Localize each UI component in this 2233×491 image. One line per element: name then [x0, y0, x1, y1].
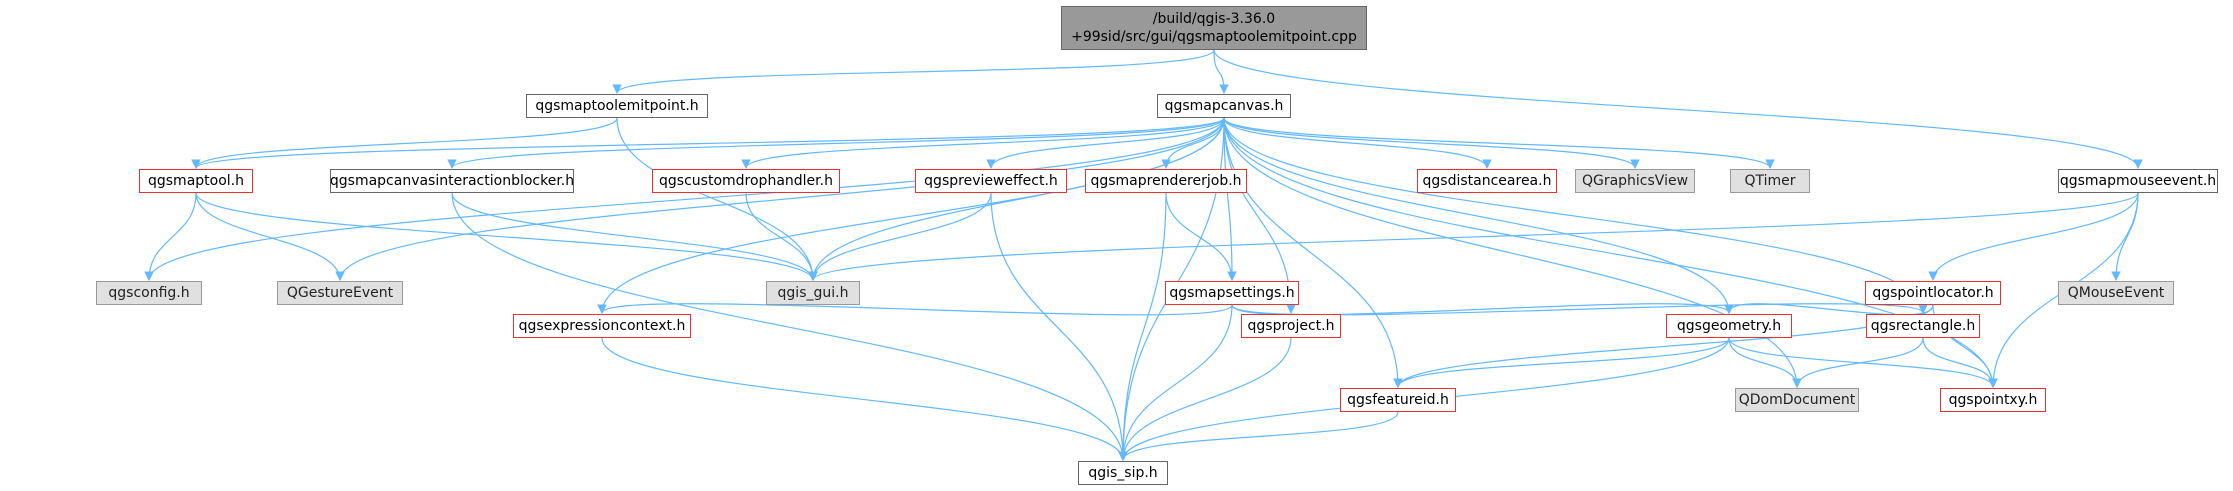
node-qgraphicsview[interactable]: QGraphicsView	[1575, 169, 1695, 193]
node-qgsmapmouseevent[interactable]: qgsmapmouseevent.h	[2058, 169, 2218, 193]
edge-mapsettings-to-qgis_sip	[1118, 304, 1233, 461]
edge-customdrophandler-to-qgis_gui	[745, 192, 818, 281]
node-qgis-gui[interactable]: qgis_gui.h	[766, 281, 860, 305]
node-qgsmaptool[interactable]: qgsmaptool.h	[139, 169, 253, 193]
node-qgsmapcanvasinteractionblocker[interactable]: qgsmapcanvasinteractionblocker.h	[330, 169, 574, 193]
edge-previeweffect-to-qgis_gui	[808, 192, 992, 281]
edge-maptoolemitpoint-to-maptool	[191, 117, 618, 169]
node-qgsmapcanvas[interactable]: qgsmapcanvas.h	[1157, 94, 1291, 118]
edge-mapcanvas-to-customdrophandler	[741, 117, 1225, 169]
edge-mapcanvas-to-mapsettings	[1223, 117, 1237, 281]
edge-mapcanvas-to-rectangle	[1223, 117, 1928, 314]
edge-mapmouseevent-to-pointlocator	[1928, 192, 2139, 281]
edge-geometry-to-qdomdocument	[1728, 337, 1802, 388]
edge-mapsettings-to-rectangle	[1231, 303, 1928, 316]
edge-interactionblocker-to-qgis_gui	[451, 192, 818, 281]
edge-root-to-mapcanvas	[1213, 49, 1229, 94]
edge-maptoolemitpoint-to-qgis_gui	[616, 117, 818, 281]
node-qgsmaptoolemitpoint[interactable]: qgsmaptoolemitpoint.h	[526, 94, 708, 118]
edge-project-to-qgis_sip	[1118, 337, 1292, 461]
edge-maptool-to-qgis_gui	[195, 192, 818, 281]
edge-mapcanvas-to-interactionblocker	[447, 117, 1225, 169]
edge-mapmouseevent-to-qgis_gui	[808, 192, 2139, 281]
node-qgsdistancearea[interactable]: qgsdistancearea.h	[1417, 169, 1557, 193]
edge-mapcanvas-to-qgsconfig	[144, 117, 1225, 281]
edge-mapcanvas-to-project	[1223, 117, 1296, 314]
edge-mapcanvas-to-pointxy	[1223, 117, 1998, 388]
node-qgscustomdrophandler[interactable]: qgscustomdrophandler.h	[652, 169, 840, 193]
node-qgspreviewеffect[interactable]: qgspreviewеffect.h	[915, 169, 1067, 193]
edge-rectangle-to-qdomdocument	[1792, 337, 1924, 388]
node-qgspointlocator[interactable]: qgspointlocator.h	[1865, 281, 2001, 305]
edge-expressioncontext-to-qgis_sip	[601, 337, 1128, 461]
edge-mapcanvas-to-qtimer	[1223, 117, 1775, 169]
edge-geometry-to-featureid	[1393, 337, 1730, 388]
edge-mapcanvas-to-qgestureevent	[335, 117, 1225, 281]
edge-interactionblocker-to-qgis_sip	[451, 192, 1128, 461]
edge-mapcanvas-to-expressioncontext	[597, 117, 1225, 314]
node-qgis-sip[interactable]: qgis_sip.h	[1078, 461, 1168, 485]
edge-maprendererjob-to-qgis_sip	[1118, 192, 1167, 461]
node-qtimer[interactable]: QTimer	[1730, 169, 1810, 193]
edge-featureid-to-qgis_sip	[1118, 411, 1399, 461]
edge-previeweffect-to-qgis_sip	[990, 192, 1128, 461]
node-qmouseevent[interactable]: QMouseEvent	[2058, 281, 2174, 305]
edge-maptool-to-qgsconfig	[144, 192, 197, 281]
node-qgestureevent[interactable]: QGestureEvent	[277, 281, 403, 305]
node-qdomdocument[interactable]: QDomDocument	[1735, 388, 1859, 412]
node-root-file[interactable]: /build/qgis-3.36.0 +99sid/src/gui/qgsmap…	[1061, 6, 1367, 50]
node-qgsmapsettings[interactable]: qgsmapsettings.h	[1165, 281, 1299, 305]
node-qgsrectangle[interactable]: qgsrectangle.h	[1866, 314, 1980, 338]
edge-mapcanvas-to-featureid	[1223, 117, 1403, 388]
edge-mapcanvas-to-distancearea	[1223, 117, 1492, 169]
edge-mapcanvas-to-qgraphicsview	[1223, 117, 1640, 169]
edge-maptool-to-qgestureevent	[195, 192, 345, 281]
edge-root-to-maptoolemitpoint	[612, 49, 1215, 94]
edge-root-to-mapmouseevent	[1213, 49, 2143, 169]
edge-mapsettings-to-expressioncontext	[597, 303, 1233, 316]
node-qgspointxy[interactable]: qgspointxy.h	[1940, 388, 2046, 412]
node-qgsgeometry[interactable]: qgsgeometry.h	[1666, 314, 1792, 338]
node-qgsconfig[interactable]: qgsconfig.h	[96, 281, 202, 305]
node-qgsproject[interactable]: qgsproject.h	[1241, 314, 1341, 338]
edge-rectangle-to-pointxy	[1922, 337, 1998, 388]
edge-mapcanvas-to-geometry	[1223, 117, 1734, 314]
edge-pointlocator-to-geometry	[1724, 303, 1934, 316]
edge-mapmouseevent-to-qmouseevent	[2111, 192, 2139, 281]
node-qgsmaprendererjob[interactable]: qgsmaprendererjob.h	[1085, 169, 1247, 193]
node-qgsexpressioncontext[interactable]: qgsexpressioncontext.h	[513, 314, 691, 338]
edge-mapcanvas-to-previeweffect	[986, 117, 1225, 169]
edge-mapcanvas-to-maptool	[191, 117, 1225, 169]
edge-maprendererjob-to-mapsettings	[1165, 192, 1237, 281]
node-qgsfeatureid[interactable]: qgsfeatureid.h	[1340, 388, 1456, 412]
